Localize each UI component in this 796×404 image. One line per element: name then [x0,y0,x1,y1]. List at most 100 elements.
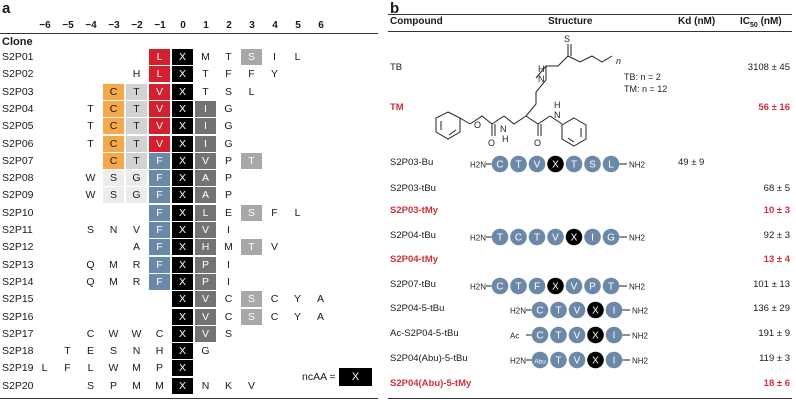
residue-cell: S [224,85,232,98]
position-header: −2 [131,20,143,31]
residue-bead-label: T [515,160,521,171]
residue-cell: T [126,83,147,100]
residue-bead [491,155,509,173]
residue-bead-label: Abu [534,359,546,366]
residue-cell: N [201,379,210,392]
residue-cell: C [103,152,124,169]
residue-cell: F [149,170,170,187]
kd-header: Kd (nM) [678,16,716,27]
residue-cell: C [224,293,233,306]
ncaa-cell: X [172,273,193,290]
position-header: −6 [39,20,51,31]
clone-name: S2P10 [2,206,34,219]
residue-cell: R [132,258,141,271]
residue-cell: M [224,241,233,254]
residue-cell: C [103,118,124,135]
clone-name: S2P09 [2,189,34,202]
ncaa-cell: X [172,239,193,256]
tm-note: TM: n = 12 [624,84,667,94]
position-header: 4 [272,20,278,31]
thioamide-nh-h: H [538,64,545,74]
clone-name: S2P17 [2,327,34,340]
residue-bead [605,351,623,369]
residue-cell: A [195,170,216,187]
residue-cell: I [195,135,216,152]
compound-name: S2P04-5-tBu [390,303,445,314]
clone-name: S2P11 [2,224,33,236]
residue-cell: L [248,85,255,98]
residue-bead [528,277,546,295]
residue-bead [528,155,546,173]
residue-cell: M [109,275,118,288]
residue-cell: L [195,204,216,221]
residue-cell: E [224,206,232,219]
residue-bead-label: I [613,356,616,367]
residue-bead [491,277,509,295]
residue-cell: F [64,362,71,375]
residue-bead [584,277,601,295]
residue-cell: T [87,120,94,133]
c-terminus-label: NH2 [629,161,646,170]
residue-cell: L [41,362,48,375]
ic50-value: 10 ± 3 [763,205,790,216]
ncaa-cell: X [172,170,193,187]
residue-cell: C [103,100,124,117]
residue-cell: T [126,118,147,135]
residue-cell: H [132,68,141,81]
ic50-value: 3108 ± 45 [747,62,790,73]
residue-bead-label: F [534,282,540,293]
residue-cell: T [126,135,147,152]
ncaa-cell: X [172,291,193,308]
amide-o-label: O [534,138,541,148]
residue-cell: R [132,275,141,288]
residue-cell: S [86,379,94,392]
chemical-structure [435,44,613,147]
residue-bead-label: T [515,282,521,293]
ncaa-cell: X [172,100,193,117]
residue-cell: G [224,102,233,115]
clone-header: Clone [2,36,33,48]
residue-bead [565,155,583,173]
header-divider [0,33,378,34]
residue-bead [602,277,620,295]
bottom-divider [0,398,378,399]
residue-cell: S [241,204,262,221]
ic50-value: 191 ± 9 [758,328,790,339]
compound-name: S2P03-tBu [390,183,436,194]
residue-cell: T [202,68,209,81]
residue-bead-label: S [589,160,596,171]
compound-name: S2P07-tBu [390,279,436,290]
position-header: 1 [203,20,209,31]
residue-bead-label: C [515,233,522,244]
position-header: −1 [154,20,166,31]
residue-cell: C [103,135,124,152]
compound-name: TM [390,102,404,113]
ic50-value: 136 ± 29 [753,303,790,314]
residue-cell: M [132,362,141,375]
ncaa-cell: X [172,377,193,394]
ic50-value: 92 ± 3 [763,230,790,241]
ncaa-bead [587,301,604,319]
residue-bead [605,326,623,344]
residue-cell: P [224,154,232,167]
clone-name: S2P18 [2,345,34,358]
residue-bead [510,228,527,246]
residue-cell: V [195,291,216,308]
residue-cell: S [241,49,262,65]
residue-bead-label: L [608,160,614,171]
residue-bead-label: T [571,160,577,171]
residue-cell: V [195,222,216,238]
residue-cell: I [227,224,230,236]
residue-cell: W [108,362,119,375]
residue-cell: V [195,325,216,342]
residue-cell: V [195,308,216,325]
residue-cell: T [64,345,71,358]
residue-cell: T [241,152,262,169]
residue-cell: M [201,51,210,63]
residue-cell: C [155,327,164,340]
residue-bead-label: C [496,282,503,293]
table-top-line [388,14,792,15]
chain-n-subscript: n [616,56,621,66]
residue-bead [528,228,546,246]
residue-cell: I [227,258,230,271]
